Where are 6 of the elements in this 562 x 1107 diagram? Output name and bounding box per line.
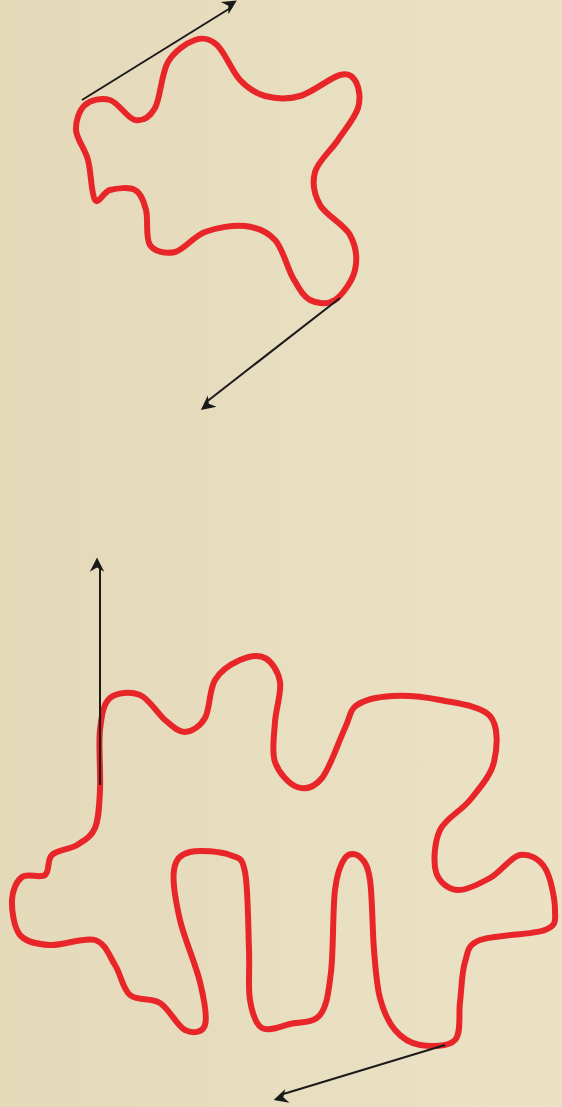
arrow — [273, 1044, 446, 1103]
arrow — [81, 0, 237, 101]
arrow — [200, 297, 341, 410]
closed-loop-curve — [8, 654, 559, 1049]
arrow — [89, 557, 105, 786]
closed-loop-curve — [72, 36, 362, 304]
